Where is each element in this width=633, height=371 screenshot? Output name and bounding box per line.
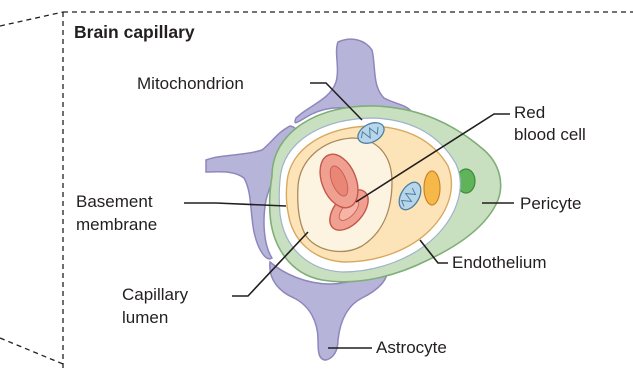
label-red-blood-cell-line2: blood cell: [514, 125, 586, 144]
label-capillary-lumen-line1: Capillary: [122, 285, 189, 304]
endothelial-nucleus: [424, 171, 440, 205]
label-red-blood-cell-line1: Red: [514, 103, 545, 122]
label-basement-membrane-line1: Basement: [76, 192, 153, 211]
label-endothelium: Endothelium: [452, 253, 547, 272]
label-capillary-lumen-line2: lumen: [122, 308, 168, 327]
diagram-title: Brain capillary: [74, 22, 195, 42]
label-mitochondrion: Mitochondrion: [137, 74, 244, 93]
label-pericyte: Pericyte: [520, 194, 581, 213]
label-astrocyte: Astrocyte: [376, 338, 447, 357]
label-basement-membrane-line2: membrane: [76, 215, 157, 234]
